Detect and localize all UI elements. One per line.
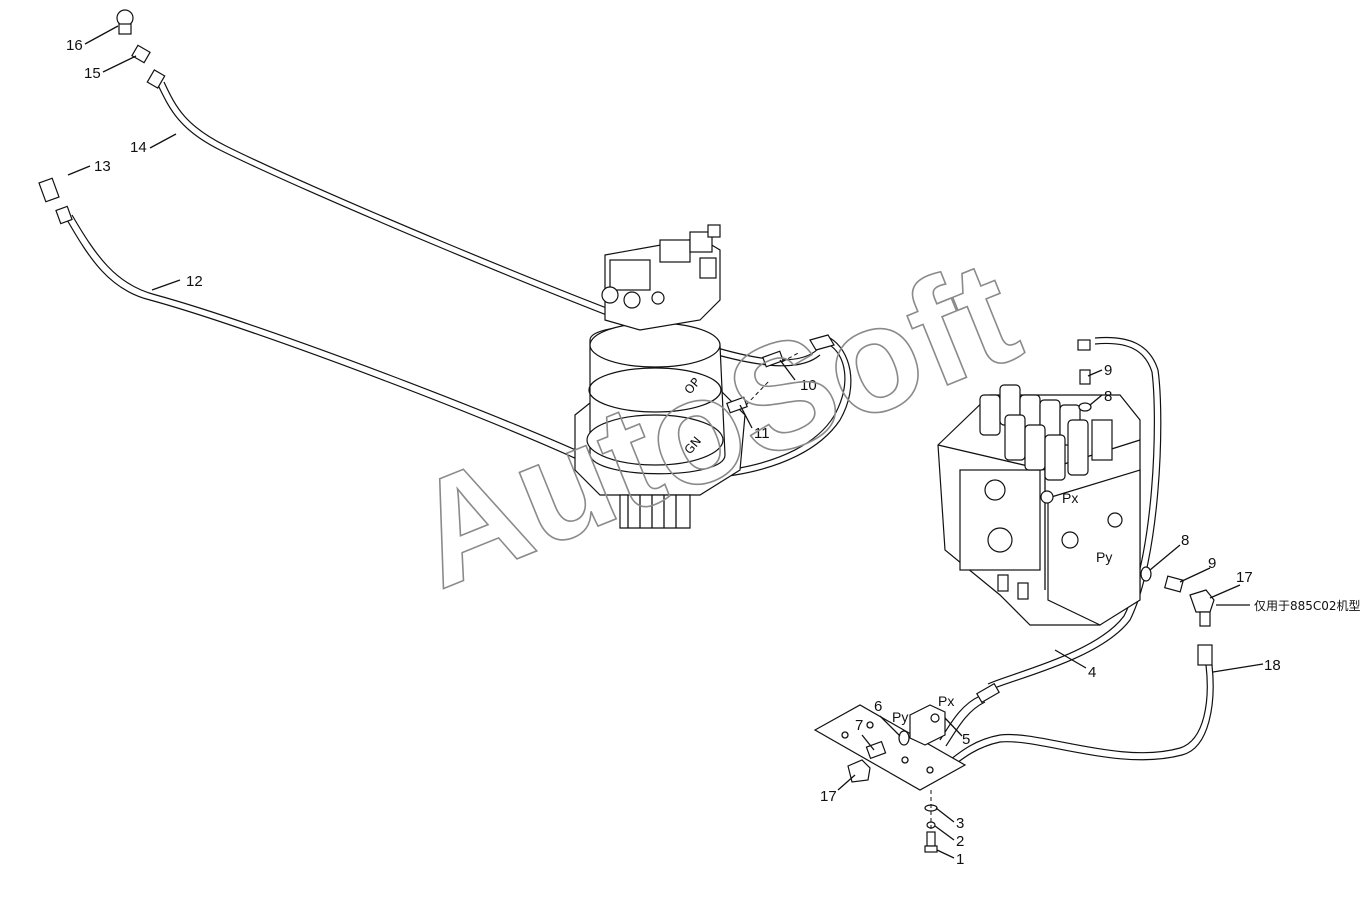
mounting-plate [813,704,967,791]
hose-14 [157,81,821,367]
callout-1: 1 [956,851,964,868]
hose-18 [919,664,1214,787]
washer-8-right [1140,566,1152,582]
callout-9-right: 9 [1208,555,1216,572]
fitting-9-right [1163,575,1185,593]
callout-18: 18 [1264,657,1281,674]
fitting-11 [726,396,748,414]
fitting-18-top [1197,644,1213,666]
solenoid-stack [979,384,1113,481]
washer-6 [898,730,910,746]
fitting-10 [762,334,835,368]
callout-5: 5 [962,731,970,748]
valve-5 [909,704,946,746]
callout-12: 12 [186,273,203,290]
callout-9-top: 9 [1104,362,1112,379]
callout-11: 11 [754,425,770,442]
callout-6: 6 [874,698,882,715]
washer-8-top [1078,402,1092,412]
bolt-1 [924,831,938,853]
callout-17-right: 17 [1236,569,1253,586]
fitting-16 [116,9,134,35]
fitting-15 [131,44,166,89]
callout-16: 16 [66,37,83,54]
port-label-py-valve: Py [892,709,908,725]
hose-4 [987,336,1162,691]
port-label-py-block: Py [1096,549,1112,565]
callout-2: 2 [956,833,964,850]
fitting-13 [38,177,73,225]
callout-3: 3 [956,815,964,832]
tee-17-right [1189,589,1215,627]
port-label-px-block: Px [1062,490,1078,506]
callout-14: 14 [130,139,147,156]
control-valve-block [937,384,1141,626]
callout-13: 13 [94,158,111,175]
callout-7: 7 [855,717,863,734]
callout-8-top: 8 [1104,388,1112,405]
callout-10: 10 [800,377,817,394]
fitting-9-top [1077,339,1091,385]
leader-lines [67,25,1264,859]
callout-15: 15 [84,65,101,82]
callout-4: 4 [1088,664,1096,681]
swing-motor-assembly: OP GN [574,224,746,529]
callout-17-left: 17 [820,788,837,805]
hose-12 [65,214,852,480]
model-note: 仅用于885C02机型 [1254,599,1361,613]
fitting-hose-4-end [976,682,1000,704]
port-label-px-valve: Px [938,693,954,709]
callout-8-right: 8 [1181,532,1189,549]
